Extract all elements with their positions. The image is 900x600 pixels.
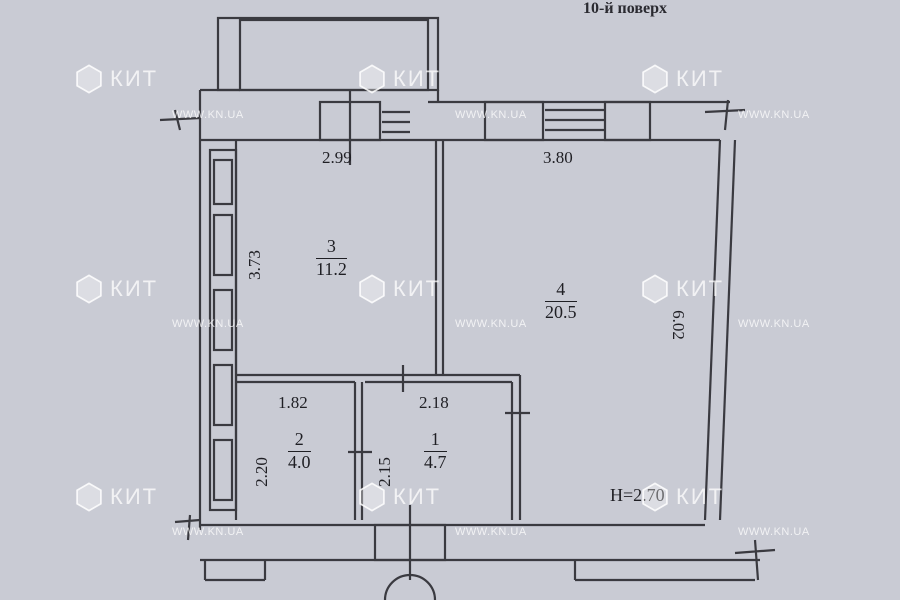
dim-room1-width: 2.18 [419,393,449,412]
room-1-area: 4.7 [424,451,447,472]
dim-room3-length: 3.73 [244,250,264,280]
balcony-outline [216,16,440,92]
dim-room2-length: 2.20 [251,457,271,487]
room-3-area: 11.2 [316,258,347,279]
room-1-label: 1 4.7 [424,429,447,473]
dim-room2-width: 1.82 [278,393,308,412]
dim-room3-width: 2.99 [322,148,352,167]
room-4-number: 4 [545,279,577,302]
room-3-number: 3 [316,236,347,259]
room-2-area: 4.0 [288,451,311,472]
floor-label: 10-й поверх [583,0,668,17]
room-3-label: 3 11.2 [316,236,347,280]
room-1-number: 1 [424,429,447,452]
room-4-area: 20.5 [545,301,577,322]
dim-room1-length: 2.15 [374,457,394,487]
dim-room4-length: 6.02 [668,310,688,340]
room-4-label: 4 20.5 [545,279,577,323]
room-2-label: 2 4.0 [288,429,311,473]
room-2-number: 2 [288,429,311,452]
dim-room4-width: 3.80 [543,148,573,167]
ceiling-height-label: H=2.70 [610,485,665,505]
